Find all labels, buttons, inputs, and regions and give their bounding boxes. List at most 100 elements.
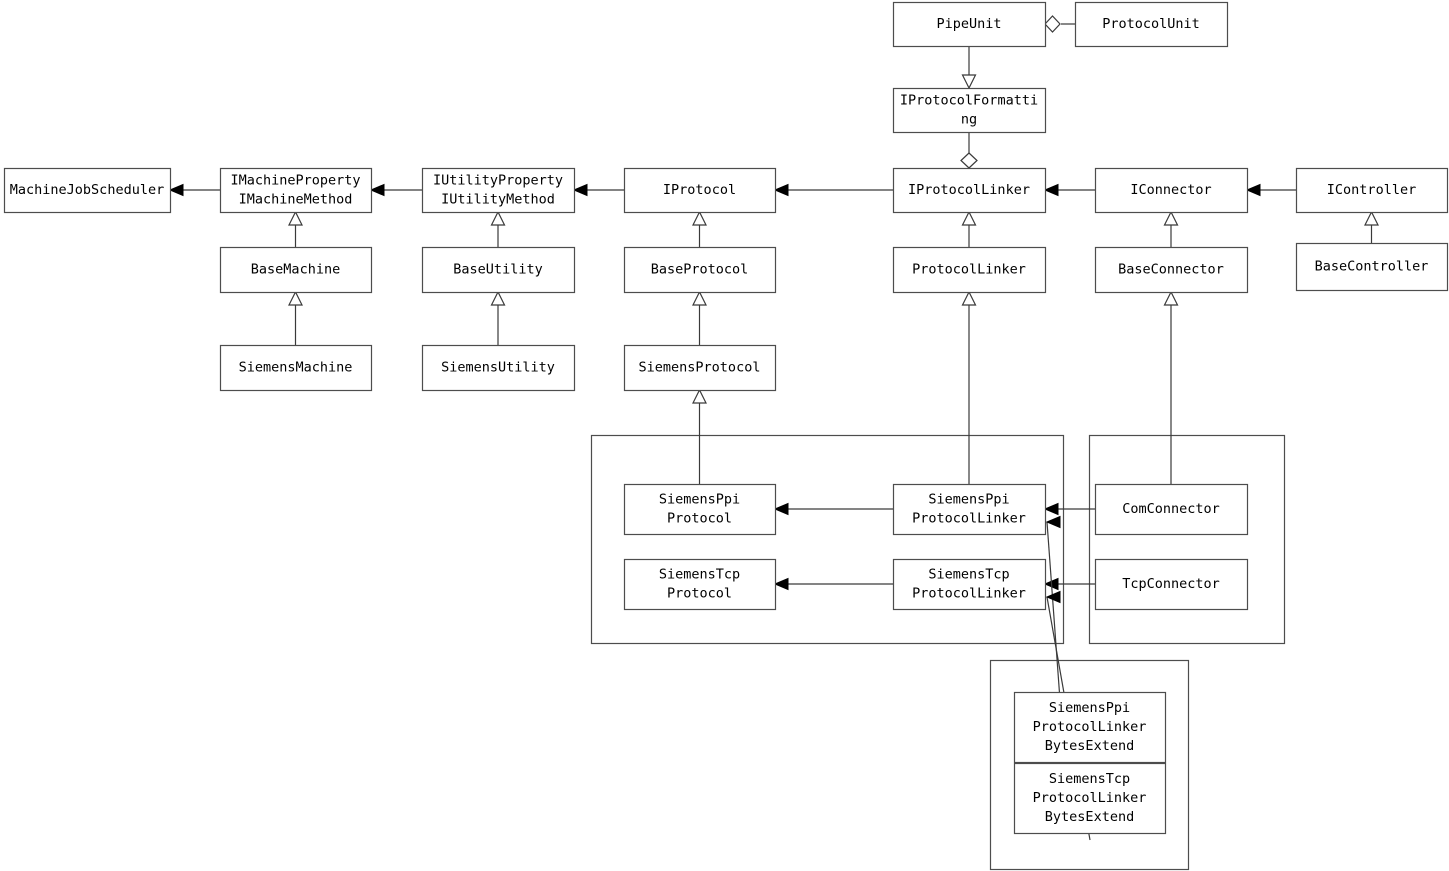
- e-linker-to-ilinker-arrow: [961, 210, 977, 226]
- e-ppiprotocol-to-siemens: [692, 388, 707, 484]
- class-box-label: SiemensPpi: [1049, 700, 1130, 716]
- class-box-label: IMachineMethod: [239, 192, 353, 208]
- e-tcpbytes-to-tcplinker-arrow: [1045, 590, 1061, 604]
- class-box-protocolUnit[interactable]: ProtocolUnit: [1074, 1, 1229, 48]
- class-box-label: BaseConnector: [1118, 262, 1224, 278]
- class-box-siemensProtocol[interactable]: SiemensProtocol: [623, 344, 777, 392]
- class-box-label: SiemensPpi: [928, 492, 1009, 508]
- e-ppibytes-to-ppilinker-line: [1046, 521, 1061, 701]
- e-ppibytes-to-ppilinker-arrow: [1045, 515, 1061, 529]
- e-basecontroller-to-icontroller-arrow: [1364, 210, 1379, 226]
- class-box-rect[interactable]: [1094, 483, 1249, 536]
- class-box-rect[interactable]: [219, 344, 373, 392]
- class-box-tcpConnector[interactable]: TcpConnector: [1094, 558, 1249, 611]
- e-pipeunit-to-formatting-arrow: [961, 74, 977, 90]
- class-box-rect[interactable]: [623, 167, 777, 214]
- e-ppilinker-to-ppiprotocol: [773, 502, 893, 516]
- class-box-pipeUnit[interactable]: PipeUnit: [892, 1, 1047, 48]
- class-box-rect[interactable]: [421, 167, 576, 214]
- class-box-machineJobScheduler[interactable]: MachineJobScheduler: [3, 167, 172, 214]
- class-box-label: ProtocolLinker: [1033, 790, 1147, 806]
- class-box-rect[interactable]: [623, 246, 777, 294]
- class-box-rect[interactable]: [623, 558, 777, 611]
- class-box-rect[interactable]: [219, 167, 373, 214]
- e-siemensmachine-to-base-arrow: [288, 290, 303, 306]
- class-box-label: IProtocolFormatti: [900, 93, 1038, 109]
- class-box-comConnector[interactable]: ComConnector: [1094, 483, 1249, 536]
- class-box-iController[interactable]: IController: [1295, 167, 1449, 214]
- e-protocol-to-utility-arrow: [572, 183, 588, 197]
- class-box-rect[interactable]: [1094, 558, 1249, 611]
- e-tcpconnector-to-tcplinker: [1043, 577, 1095, 591]
- class-box-rect[interactable]: [1013, 691, 1167, 764]
- e-connector-to-protocollinker: [1043, 183, 1095, 197]
- e-siemensutility-to-base-arrow: [490, 290, 506, 306]
- e-tcplinker-to-tcpprotocol-arrow: [773, 577, 789, 591]
- e-protocollinker-to-protocol: [773, 183, 893, 197]
- e-baseutility-to-iutility-arrow: [490, 210, 506, 226]
- class-box-rect[interactable]: [892, 246, 1047, 294]
- class-box-baseController[interactable]: BaseController: [1295, 242, 1449, 292]
- class-box-label: IMachineProperty: [230, 173, 360, 189]
- class-box-label: ng: [961, 112, 977, 128]
- class-box-label: IConnector: [1130, 182, 1211, 198]
- group-bytes-extend: [989, 659, 1190, 871]
- class-box-siemensUtility[interactable]: SiemensUtility: [421, 344, 576, 392]
- class-box-rect[interactable]: [421, 344, 576, 392]
- class-box-rect[interactable]: [623, 483, 777, 536]
- class-box-label: IProtocol: [663, 182, 736, 198]
- class-box-rect[interactable]: [1094, 246, 1249, 294]
- edges-layer: [168, 15, 1379, 841]
- class-box-rect[interactable]: [421, 246, 576, 294]
- class-box-rect[interactable]: [892, 558, 1047, 611]
- e-protocolunit-to-pipeunit-diamond: [1044, 15, 1061, 33]
- class-box-protocolLinker[interactable]: ProtocolLinker: [892, 246, 1047, 294]
- group-boxes-layer: [590, 434, 1286, 871]
- e-ppilinker-to-protocollinker-arrow: [961, 290, 977, 306]
- class-box-iConnector[interactable]: IConnector: [1094, 167, 1249, 214]
- e-controller-to-connector: [1245, 183, 1296, 197]
- class-box-label: ProtocolLinker: [1033, 719, 1147, 735]
- class-box-label: BytesExtend: [1045, 809, 1134, 825]
- class-box-label: SiemensTcp: [928, 567, 1009, 583]
- class-box-siemensMachine[interactable]: SiemensMachine: [219, 344, 373, 392]
- class-box-baseProtocol[interactable]: BaseProtocol: [623, 246, 777, 294]
- class-box-label: SiemensTcp: [1049, 771, 1130, 787]
- class-box-rect[interactable]: [623, 344, 777, 392]
- class-box-rect[interactable]: [1295, 242, 1449, 292]
- class-box-rect[interactable]: [3, 167, 172, 214]
- class-box-rect[interactable]: [892, 1, 1047, 48]
- class-box-iProtocol[interactable]: IProtocol: [623, 167, 777, 214]
- class-box-label: BytesExtend: [1045, 738, 1134, 754]
- class-box-rect[interactable]: [1094, 167, 1249, 214]
- class-box-label: BaseProtocol: [651, 262, 749, 278]
- class-box-label: SiemensTcp: [659, 567, 740, 583]
- class-box-baseConnector[interactable]: BaseConnector: [1094, 246, 1249, 294]
- class-box-rect[interactable]: [892, 87, 1047, 134]
- e-comconnector-to-baseconnector-arrow: [1163, 290, 1179, 306]
- e-baseprotocol-to-iprotocol: [692, 210, 707, 247]
- class-box-rect[interactable]: [1295, 167, 1449, 214]
- e-baseutility-to-iutility: [490, 210, 506, 247]
- group-siemens-protocols: [590, 434, 1065, 645]
- class-box-rect[interactable]: [219, 246, 373, 294]
- class-box-baseMachine[interactable]: BaseMachine: [219, 246, 373, 294]
- class-box-iProtocolFormatting[interactable]: IProtocolFormatti ng: [892, 87, 1047, 134]
- class-box-rect[interactable]: [1074, 1, 1229, 48]
- class-box-rect[interactable]: [892, 167, 1047, 214]
- class-box-baseUtility[interactable]: BaseUtility: [421, 246, 576, 294]
- group-connectors: [1088, 434, 1286, 645]
- e-comconnector-to-ppilinker-arrow: [1043, 502, 1059, 516]
- class-box-rect[interactable]: [1013, 762, 1167, 835]
- class-box-rect[interactable]: [892, 483, 1047, 536]
- class-box-iProtocolLinker[interactable]: IProtocolLinker: [892, 167, 1047, 214]
